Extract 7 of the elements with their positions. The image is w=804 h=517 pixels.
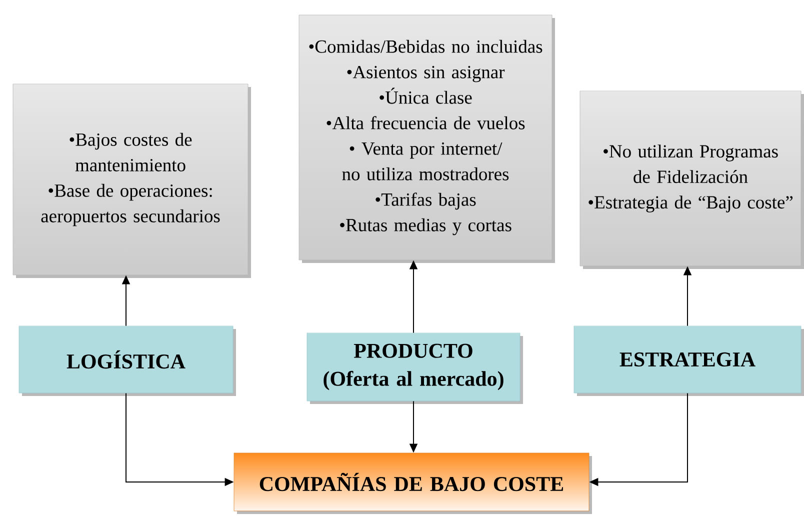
detail-box: •Bajos costes de mantenimiento •Base de operaciones: aeropuertos secundarios	[12, 84, 251, 278]
detail-box: •No utilizan Programas de Fidelización •Estrategia de “Bajo coste”	[580, 90, 804, 269]
category-box: LOGÍSTICA	[18, 326, 236, 396]
detail-box: •Comidas/Bebidas no incluidas •Asientos sin asignar •Única clase •Alta frecuencia de vuelos • Venta por internet/ no utiliza mostradores •Tarifas bajas •Rutas medias y cortas	[298, 14, 555, 263]
category-box: PRODUCTO (Oferta al mercado)	[306, 332, 523, 404]
category-box: ESTRATEGIA	[574, 326, 804, 396]
main-box: COMPAÑÍAS DE BAJO COSTE	[234, 452, 592, 514]
